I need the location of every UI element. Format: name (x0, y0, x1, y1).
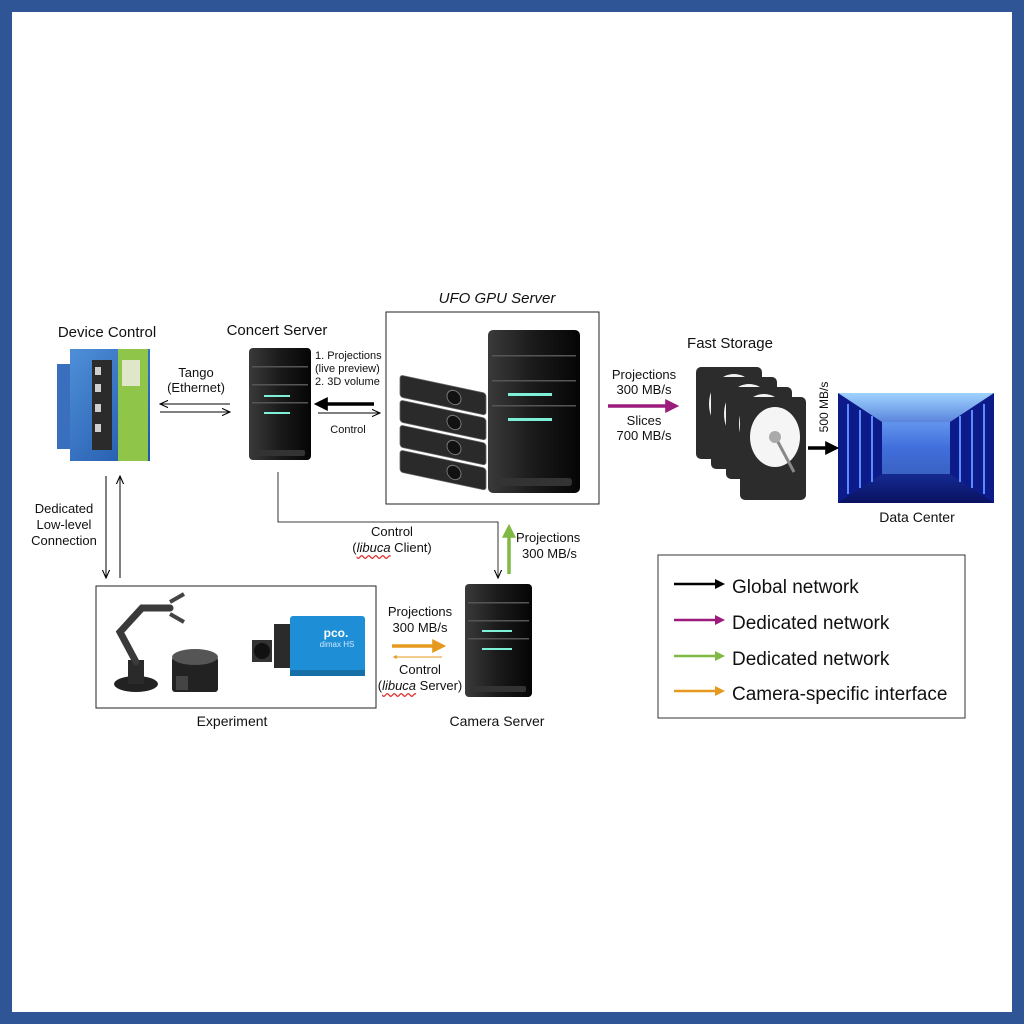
diagram-canvas: Device Control Concert Server UFO GPU Se… (12, 12, 1012, 1012)
libuca-client-control-line (277, 472, 498, 578)
experiment-title: Experiment (196, 713, 268, 729)
projections-live-label-1: 1. Projections (315, 350, 382, 362)
slices-label-2: 700 MB/s (616, 428, 672, 443)
ethernet-label: (Ethernet) (167, 380, 225, 395)
server-tower-icon (249, 348, 311, 460)
camera-projections-label-2: 300 MB/s (522, 546, 577, 561)
hard-disk-icon (696, 367, 806, 500)
slices-label-1: Slices (626, 413, 662, 428)
device-control-title: Device Control (57, 324, 157, 341)
fast-storage-title: Fast Storage (687, 335, 773, 352)
client-libuca-label: (libuca Client) (352, 540, 432, 555)
ufo-gpu-server-frame (385, 311, 600, 505)
storage-rate-label: 500 MB/s (817, 381, 831, 433)
concert-server-title: Concert Server (226, 322, 328, 339)
industrial-controller-icon (57, 349, 150, 461)
legend-label-magenta: Dedicated network (732, 613, 890, 634)
experiment-frame (95, 585, 377, 709)
camera-server-title: Camera Server (449, 713, 545, 729)
server-control-label: Control (399, 662, 441, 677)
dedicated-label-3: Connection (31, 533, 97, 548)
projections-live-label-3: 2. 3D volume (315, 376, 380, 388)
camera-icon (252, 616, 365, 676)
data-center-title: Data Center (879, 509, 955, 525)
rotation-stage-icon (172, 649, 218, 692)
experiment-projections-label-1: Projections (387, 604, 453, 619)
experiment-projections-label-2: 300 MB/s (392, 620, 448, 635)
ufo-gpu-server-title: UFO GPU Server (438, 290, 556, 307)
camera-projections-label-1: Projections (516, 530, 581, 545)
client-control-label: Control (371, 524, 413, 539)
gpu-control-label: Control (330, 424, 366, 436)
robot-arm-icon (114, 592, 185, 692)
diagram-graphics (57, 311, 994, 719)
projections-live-label-2: (live preview) (315, 363, 380, 375)
server-libuca-label: (libuca Server) (377, 678, 463, 693)
server-tower-icon (465, 584, 532, 697)
legend-label-orange: Camera-specific interface (732, 684, 948, 705)
storage-projections-label-2: 300 MB/s (616, 382, 672, 397)
dedicated-label-2: Low-level (36, 517, 92, 532)
tango-label: Tango (178, 365, 214, 380)
camera-model-label: dimax HS (319, 640, 355, 649)
gpu-card-icon (399, 375, 487, 491)
legend-label-green: Dedicated network (732, 649, 890, 670)
server-tower-icon (488, 330, 580, 493)
legend-label-global: Global network (732, 577, 859, 598)
camera-brand-label: pco. (323, 626, 349, 640)
data-center-icon (838, 393, 994, 503)
dedicated-label-1: Dedicated (34, 501, 94, 516)
storage-projections-label-1: Projections (611, 367, 677, 382)
